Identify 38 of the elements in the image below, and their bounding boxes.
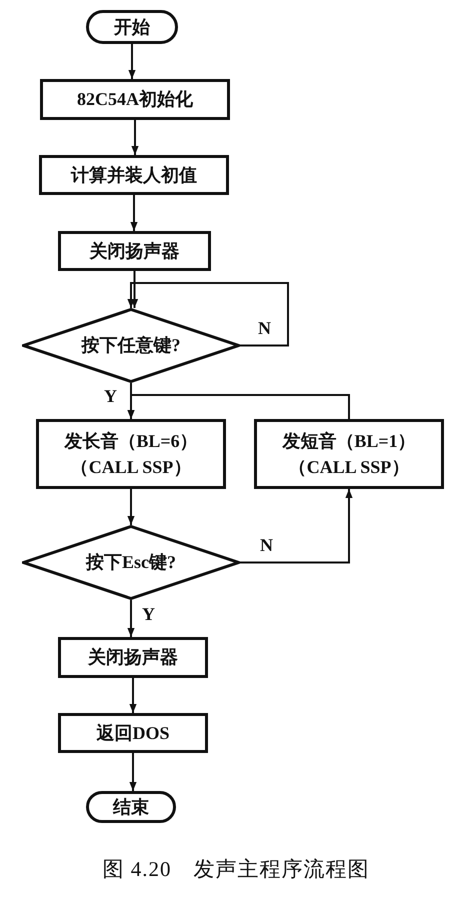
process-box bbox=[58, 637, 208, 678]
arrow bbox=[131, 120, 139, 155]
decision-diamond bbox=[22, 525, 240, 600]
edge-label: Y bbox=[142, 604, 155, 625]
figure-caption: 图 4.20 发声主程序流程图 bbox=[102, 856, 370, 883]
arrow bbox=[127, 282, 289, 346]
edge-label: N bbox=[258, 318, 271, 339]
node-text: 结束 bbox=[113, 796, 149, 819]
decision-diamond bbox=[22, 308, 240, 383]
process-box bbox=[254, 419, 444, 489]
node-text: 开始 bbox=[114, 16, 150, 39]
edge-label: Y bbox=[104, 386, 117, 407]
terminal-shape bbox=[86, 10, 178, 44]
node-text: 计算并装人初值 bbox=[71, 164, 197, 187]
node-text: 关闭扬声器 bbox=[90, 240, 180, 263]
arrow bbox=[130, 271, 138, 308]
arrow bbox=[128, 44, 136, 79]
arrow bbox=[129, 753, 137, 791]
process-box bbox=[58, 713, 208, 753]
arrow bbox=[127, 394, 350, 419]
terminal-shape bbox=[86, 791, 176, 823]
node-text: 发短音（BL=1）（CALL SSP） bbox=[281, 430, 417, 479]
node-text: 82C54A初始化 bbox=[77, 88, 193, 112]
node-text: 返回DOS bbox=[96, 722, 170, 745]
arrow bbox=[127, 489, 135, 525]
arrow bbox=[129, 678, 137, 713]
node-text: 按下Esc键? bbox=[86, 551, 176, 574]
arrow bbox=[240, 489, 353, 564]
process-box bbox=[39, 155, 229, 195]
arrow bbox=[130, 195, 138, 231]
node-text: 按下任意键? bbox=[82, 334, 180, 358]
node-text: 关闭扬声器 bbox=[88, 646, 178, 670]
node-text: 发长音（BL=6）（CALL SSP） bbox=[63, 430, 199, 479]
edge-label: N bbox=[260, 535, 273, 556]
process-box bbox=[36, 419, 226, 489]
arrow bbox=[127, 600, 135, 637]
process-box bbox=[58, 231, 211, 271]
process-box bbox=[40, 79, 230, 120]
